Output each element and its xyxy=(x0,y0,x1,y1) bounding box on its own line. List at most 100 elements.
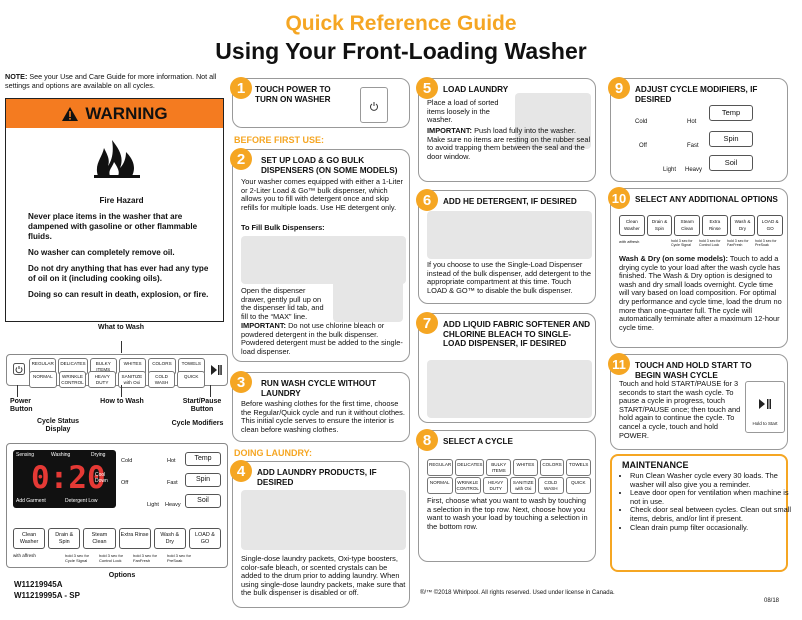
cycle-button[interactable]: QUICK xyxy=(177,371,206,388)
step-heading: ADD HE DETERGENT, IF DESIRED xyxy=(443,197,577,206)
power-icon[interactable] xyxy=(13,363,25,375)
power-button-illustration xyxy=(360,87,388,123)
wash-dry-text: Touch to add a drying cycle to your load… xyxy=(619,254,782,332)
step-subheading: To Fill Bulk Dispensers: xyxy=(241,223,325,232)
option-button-clean-washer[interactable]: Clean Washer xyxy=(619,215,645,236)
step-7: 7 ADD LIQUID FABRIC SOFTENER AND CHLORIN… xyxy=(416,312,596,423)
cycle-bottom-row: NORMAL WRINKLE CONTROL HEAVY DUTY SANITI… xyxy=(29,371,206,388)
step-2: 2 SET UP LOAD & GO BULK DISPENSERS (ON S… xyxy=(230,148,410,362)
cycle-button[interactable]: NORMAL xyxy=(427,477,453,494)
cycle-button[interactable]: REGULAR xyxy=(29,358,57,375)
cycle-button[interactable]: NORMAL xyxy=(29,371,57,388)
step-5: 5 LOAD LAUNDRY Place a load of sorted it… xyxy=(416,77,596,182)
option-button-drain-spin[interactable]: Drain & Spin xyxy=(646,215,673,236)
option-hint: hold 3 sec for FanFresh xyxy=(727,239,749,247)
temp-button[interactable]: Temp xyxy=(185,452,221,466)
option-button-clean-washer[interactable]: Clean Washer xyxy=(13,528,46,549)
soil-button[interactable]: Soil xyxy=(185,494,221,508)
copyright: ®/™ ©2018 Whirlpool. All rights reserved… xyxy=(420,590,615,596)
step-body: Touch and hold START/PAUSE for 3 seconds… xyxy=(619,379,741,440)
spin-button[interactable]: Spin xyxy=(709,131,753,147)
soil-button[interactable]: Soil xyxy=(709,155,753,171)
option-button-drain-spin[interactable]: Drain & Spin xyxy=(48,528,81,549)
warning-box: WARNING Fire Hazard Never place items in… xyxy=(5,98,224,322)
important-text: Push load fully into the washer. Make su… xyxy=(427,126,591,161)
cycle-button[interactable]: WRINKLE CONTROL xyxy=(454,477,481,494)
step-heading: ADD LIQUID FABRIC SOFTENER AND CHLORINE … xyxy=(443,320,591,348)
cycle-button[interactable]: TOWELS xyxy=(566,459,592,476)
option-button-extra-rinse[interactable]: Extra Rinse xyxy=(118,528,151,549)
hold-to-start-label: Hold to Start xyxy=(752,421,778,426)
status-display: Sensing Washing Drying 0:20 Cool Down Ad… xyxy=(13,450,116,508)
cycle-button[interactable]: DELICATES xyxy=(455,459,485,476)
step-body: Single-dose laundry packets, Oxi-type bo… xyxy=(241,554,406,598)
warning-line: Doing so can result in death, explosion,… xyxy=(28,290,209,299)
step-body: Before washing clothes for the first tim… xyxy=(241,399,405,434)
important-label: IMPORTANT: xyxy=(427,126,473,135)
temp-button[interactable]: Temp xyxy=(709,105,753,121)
cycle-status-label: Cycle Status Display xyxy=(36,418,80,433)
cycle-button[interactable]: SANITIZE with Oxi xyxy=(510,477,536,494)
step-6: 6 ADD HE DETERGENT, IF DESIRED If you ch… xyxy=(416,189,596,304)
option-button-load-go[interactable]: LOAD & GO xyxy=(188,528,222,549)
display-label: Drying xyxy=(91,452,106,458)
step-1: 1 TOUCH POWER TO TURN ON WASHER xyxy=(230,77,410,128)
warning-triangle-icon xyxy=(62,106,79,121)
cycle-button[interactable]: QUICK xyxy=(565,477,592,494)
step-number: 9 xyxy=(608,77,630,99)
step-number: 3 xyxy=(230,371,252,393)
power-icon xyxy=(370,102,378,111)
cycle-button[interactable]: BULKY ITEMS xyxy=(486,459,512,476)
step-body: Place a load of sorted items loosely in … xyxy=(427,98,499,125)
print-date: 08/18 xyxy=(764,598,780,604)
step-11: 11 TOUCH AND HOLD START TO BEGIN WASH CY… xyxy=(608,353,788,450)
modifier-level: Cold xyxy=(121,458,133,464)
option-button-wash-dry[interactable]: Wash & Dry xyxy=(153,528,186,549)
option-button-steam-clean[interactable]: Steam Clean xyxy=(674,215,701,236)
cycle-button[interactable]: COLD WASH xyxy=(538,477,564,494)
modifier-level: Heavy xyxy=(685,167,703,173)
option-button-load-go[interactable]: LOAD & GO xyxy=(757,215,784,236)
step-9: 9 ADJUST CYCLE MODIFIERS, IF DESIRED Col… xyxy=(608,77,788,182)
maintenance-item: Run Clean Washer cycle every 30 loads. T… xyxy=(630,471,792,489)
option-button-extra-rinse[interactable]: Extra Rinse xyxy=(702,215,728,236)
modifier-level: Light xyxy=(147,502,159,508)
step-heading: LOAD LAUNDRY xyxy=(443,85,509,94)
dispenser-fill-illustration xyxy=(333,278,403,322)
how-to-wash-label: How to Wash xyxy=(100,398,144,405)
spin-button[interactable]: Spin xyxy=(185,473,221,487)
important-text: Do not use chlorine bleach or powdered d… xyxy=(241,321,403,356)
guide-subtitle: Using Your Front-Loading Washer xyxy=(215,38,587,64)
cycle-button[interactable]: HEAVY DUTY xyxy=(88,371,117,388)
display-label: Cool Down xyxy=(95,472,108,484)
cycle-button[interactable]: REGULAR xyxy=(427,459,454,476)
washer-load-illustration xyxy=(515,93,591,149)
note-text: See your Use and Care Guide for more inf… xyxy=(5,72,217,90)
cycle-button[interactable]: SANITIZE with Oxi xyxy=(118,371,146,388)
step-heading: RUN WASH CYCLE WITHOUT LAUNDRY xyxy=(261,379,377,398)
important-label: IMPORTANT: xyxy=(241,321,287,330)
warning-title: WARNING xyxy=(85,103,168,123)
option-button-wash-dry[interactable]: Wash & Dry xyxy=(729,215,756,236)
step-body: First, choose what you want to wash by t… xyxy=(427,496,588,531)
modifier-level: Heavy xyxy=(165,502,181,508)
display-label: Add Garment xyxy=(16,498,46,504)
cycle-button[interactable]: WRINKLE CONTROL xyxy=(58,371,87,388)
display-time: 0:20 xyxy=(31,460,106,496)
modifier-level: Fast xyxy=(687,143,699,149)
cycle-button[interactable]: COLORS xyxy=(539,459,565,476)
cycle-button[interactable]: WHITES xyxy=(513,459,538,476)
leader-line xyxy=(121,341,122,353)
start-pause-icon[interactable] xyxy=(210,364,222,376)
warning-line: No washer can completely remove oil. xyxy=(28,248,175,257)
modifier-level: Hot xyxy=(687,119,697,125)
step-number: 6 xyxy=(416,189,438,211)
maintenance-item: Check door seal between cycles. Clean ou… xyxy=(630,506,792,523)
affresh-logo: with affresh xyxy=(13,553,36,558)
options-label: Options xyxy=(108,572,136,579)
modifier-level: Cold xyxy=(635,119,648,125)
option-button-steam-clean[interactable]: Steam Clean xyxy=(83,528,116,549)
step-number: 4 xyxy=(230,460,252,482)
cycle-button[interactable]: HEAVY DUTY xyxy=(482,477,509,494)
cycle-button[interactable]: COLD WASH xyxy=(147,371,176,388)
